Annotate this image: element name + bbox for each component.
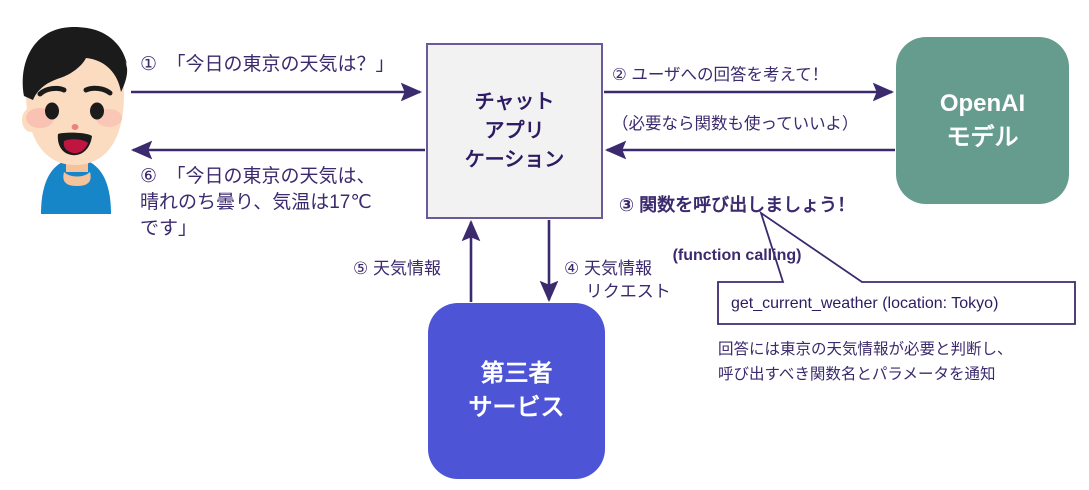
callout-function-call: get_current_weather (location: Tokyo) — [731, 295, 999, 312]
callout-note: 回答には東京の天気情報が必要と判断し、 呼び出すべき関数名とパラメータを通知 — [718, 341, 1013, 384]
node-chat-application-label: チャット アプリ ケーション — [464, 90, 565, 171]
node-third-party-service-label: 第三者 サービス — [468, 360, 565, 421]
flow-label-step4: ④ 天気情報 リクエスト — [564, 259, 671, 302]
flow-label-step2-line1: ② ユーザへの回答を考えて！ — [612, 65, 829, 84]
node-openai-model-label: OpenAI モデル — [939, 89, 1026, 151]
flow-label-step3-sub: (function calling) — [672, 247, 802, 265]
node-openai-model[interactable]: OpenAI モデル — [896, 37, 1069, 204]
flow-label-step3-main: ③ 関数を呼び出しましょう！ — [618, 195, 856, 216]
flow-label-step1: ① 「今日の東京の天気は？」 — [140, 54, 395, 75]
flow-label-step6: ⑥ 「今日の東京の天気は、 晴れのち曇り、気温は17℃ です」 — [140, 166, 376, 240]
node-third-party-service[interactable]: 第三者 サービス — [428, 303, 605, 479]
user-avatar — [22, 26, 128, 214]
callout-bubble — [717, 210, 1076, 325]
flow-label-step2: ② ユーザへの回答を考えて！ （必要なら関数も使っていいよ） — [612, 38, 858, 162]
flow-label-step3: ③ 関数を呼び出しましょう！ (function calling) — [612, 166, 862, 294]
flow-label-step2-line2: （必要なら関数も使っていいよ） — [612, 115, 859, 134]
flow-label-step5: ⑤ 天気情報 — [353, 259, 441, 278]
node-chat-application[interactable]: チャット アプリ ケーション — [426, 43, 603, 219]
